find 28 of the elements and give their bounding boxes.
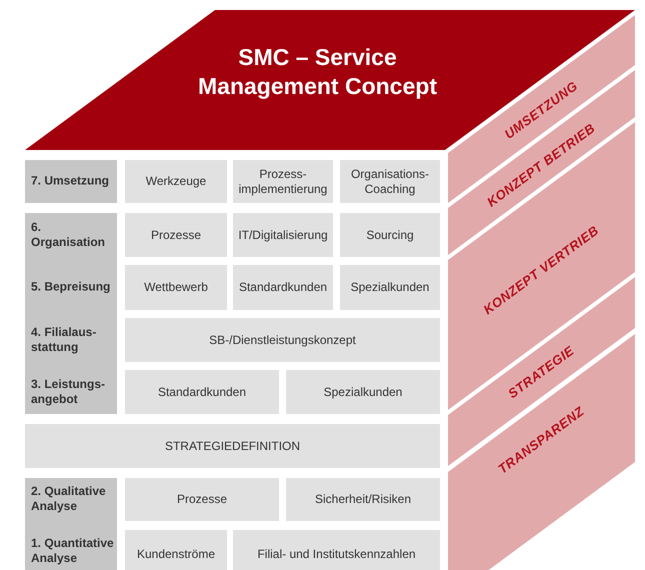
topic-cell: Werkzeuge	[125, 160, 227, 203]
topic-cell: STRATEGIEDEFINITION	[25, 424, 440, 468]
row-label: 1. Quantitative Analyse	[31, 536, 115, 566]
row-header-panel	[25, 213, 117, 414]
topic-cell: Spezialkunden	[340, 265, 440, 310]
topic-cell: IT/Digitalisierung	[233, 213, 333, 257]
topic-cell: Prozesse	[125, 213, 227, 257]
topic-cell: Prozesse	[125, 478, 279, 521]
topic-cell: Spezialkunden	[286, 370, 440, 414]
topic-cell: Wettbewerb	[125, 265, 227, 310]
row-label: 2. Qualitative Analyse	[31, 484, 107, 514]
row-label: 3. Leistungs-angebot	[31, 377, 106, 407]
row-label: 5. Bepreisung	[31, 280, 112, 294]
topic-cell: Standardkunden	[233, 265, 333, 310]
topic-cell: Filial- und Institutskennzahlen	[233, 530, 440, 570]
topic-cell: Organisations-Coaching	[340, 160, 440, 203]
row-header-panel	[25, 478, 117, 570]
row-label: 7. Umsetzung	[31, 174, 110, 188]
topic-cell: SB-/Dienstleistungskonzept	[125, 318, 440, 362]
row-label: 6. Organisation	[31, 220, 106, 250]
row-label: 4. Filialaus-stattung	[31, 325, 98, 355]
topic-cell: Prozess-implementierung	[233, 160, 333, 203]
topic-cell: Standardkunden	[125, 370, 279, 414]
row-header-panel	[25, 160, 117, 203]
topic-cell: Sicherheit/Risiken	[286, 478, 440, 521]
topic-cell: Sourcing	[340, 213, 440, 257]
topic-cell: Kundenströme	[125, 530, 227, 570]
title-text: SMC – Service Management Concept	[197, 43, 438, 100]
